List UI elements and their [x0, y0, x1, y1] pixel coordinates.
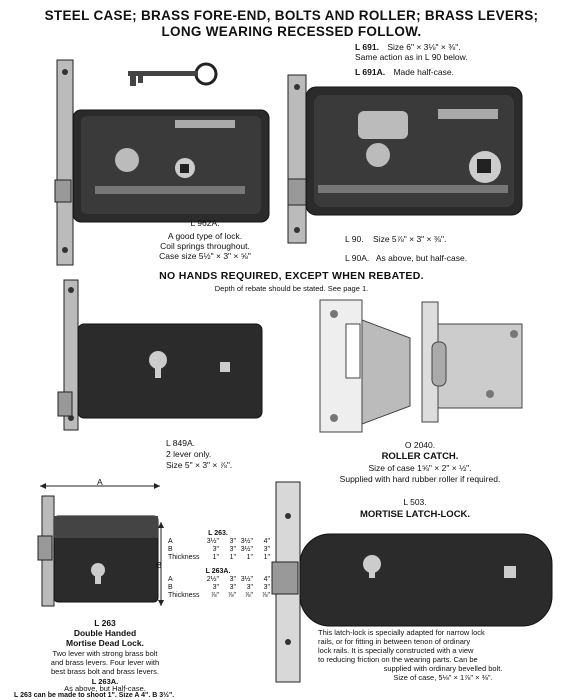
middle-subheading: Depth of rebate should be stated. See pa…	[214, 284, 369, 293]
lock-illustration	[57, 279, 263, 431]
l503-desc5: supplied with ordinary bevelled bolt.	[383, 664, 503, 673]
dimension-value: 3"	[212, 584, 219, 591]
dimension-row: A 3½" 3" 3½" 4"	[168, 538, 270, 546]
l90-line1: L 90. Size 5⅞" × 3" × ⅜".	[345, 234, 447, 244]
dimension-value: 3"	[246, 584, 253, 591]
l263a-note: As above, but Half-case.	[64, 684, 146, 693]
l263-table-code: L 263.	[208, 530, 228, 537]
dimension-value: ⅞"	[261, 592, 270, 599]
dimension-row-label: A	[168, 576, 173, 583]
dimension-row-label: B	[168, 584, 173, 591]
dimension-value: 3½"	[240, 546, 253, 553]
dimension-value: 3"	[229, 576, 236, 583]
l849a-line2: Size 5" × 3" × ⅞".	[166, 460, 233, 470]
dimension-value: ⅞"	[227, 592, 236, 599]
dimension-value: 3"	[229, 584, 236, 591]
page-heading-line2: LONG WEARING RECESSED FOLLOW.	[161, 24, 422, 39]
l263-title1: Double Handed	[73, 628, 137, 638]
dimension-row: Thickness 1" 1" 1" 1"	[168, 554, 270, 562]
l503-desc4: to reducing friction on the wearing part…	[318, 655, 478, 664]
middle-heading: NO HANDS REQUIRED, EXCEPT WHEN REBATED.	[159, 270, 424, 282]
dimension-value: 2½"	[206, 576, 219, 583]
dimension-value: ⅞"	[210, 592, 219, 599]
dimension-value: 3"	[229, 538, 236, 545]
dimension-row: A 2½" 3" 3½" 4"	[168, 576, 270, 584]
dimension-value: 4"	[263, 538, 270, 545]
l849a-code: L 849A.	[166, 438, 195, 448]
l503-title: MORTISE LATCH-LOCK.	[359, 509, 471, 520]
l263-desc2: and brass levers. Four lever with	[50, 658, 160, 667]
l691a-note: Made half-case.	[393, 67, 454, 77]
l849a-line1: 2 lever only.	[166, 449, 212, 459]
l263-shoot-note: L 263 can be made to shoot 1". Size A 4"…	[14, 692, 175, 699]
dimension-row: B 3" 3" 3½" 3"	[168, 546, 270, 554]
key-icon	[128, 62, 218, 86]
dimension-value: 3"	[263, 546, 270, 553]
o2040-title: ROLLER CATCH.	[381, 451, 459, 462]
l691a-block: L 691A. Made half-case.	[355, 67, 454, 77]
lock-illustration	[37, 483, 160, 607]
l691a-code: L 691A.	[355, 67, 386, 77]
l691-note: Same action as in L 90 below.	[355, 52, 468, 62]
l503-desc2: rails, or for fitting in between tenon o…	[318, 637, 471, 646]
dimension-value: 3½"	[206, 538, 219, 545]
dimension-value: 1"	[246, 554, 253, 561]
dimension-a-label: A	[97, 477, 103, 487]
l691-block: L 691. Size 6" × 3⅛" × ⅜".	[355, 42, 575, 52]
dimension-b-label: B	[156, 560, 162, 570]
dimension-arrow-b	[158, 522, 164, 606]
latch-lock-illustration	[271, 481, 553, 683]
l263a-code: L 263A.	[91, 677, 119, 686]
dimension-value: 4"	[263, 576, 270, 583]
l503-description: This latch-lock is specially adapted for…	[318, 628, 568, 682]
dimension-value: 3"	[229, 546, 236, 553]
lock-illustration	[54, 59, 270, 266]
l691-code: L 691.	[355, 42, 379, 52]
dimension-value: 3"	[212, 546, 219, 553]
dimension-row-label: Thickness	[168, 592, 200, 599]
l962a-line2: Coil springs throughout.	[160, 241, 250, 251]
dimension-value: ⅞"	[244, 592, 253, 599]
dimension-value: 1"	[212, 554, 219, 561]
l263-title2: Mortise Dead Lock.	[66, 638, 144, 648]
lock-illustration	[287, 74, 523, 244]
l503-size: Size of case, 5⅛" × 1⅞" × ⅜".	[393, 673, 493, 682]
roller-catch-illustration	[319, 299, 523, 433]
dimension-value: 1"	[229, 554, 236, 561]
dimension-row-label: A	[168, 538, 173, 545]
l263-desc3: best brass bolt and brass levers.	[51, 667, 159, 676]
l263a-table-code: L 263A.	[205, 568, 231, 575]
dimension-row: Thickness ⅞" ⅞" ⅞" ⅞"	[168, 592, 270, 600]
dimension-row: B 3" 3" 3" 3"	[168, 584, 270, 592]
l263-desc1: Two lever with strong brass bolt	[52, 649, 158, 658]
dimension-value: 1"	[263, 554, 270, 561]
o2040-note: Supplied with hard rubber roller if requ…	[339, 474, 501, 484]
dimension-value: 3½"	[240, 576, 253, 583]
o2040-code: O 2040.	[404, 440, 436, 450]
l90a-line2: L 90A. As above, but half-case.	[345, 253, 468, 263]
dimension-value: 3"	[263, 584, 270, 591]
dimension-row-label: B	[168, 546, 173, 553]
l503-code: L 503.	[403, 497, 427, 507]
l503-desc1: This latch-lock is specially adapted for…	[318, 628, 485, 637]
l263-code: L 263	[94, 618, 116, 628]
page-heading-line1: STEEL CASE; BRASS FORE-END, BOLTS AND RO…	[44, 8, 539, 23]
l962a-code: L 962A.	[190, 218, 220, 228]
l962a-line3: Case size 5½" × 3" × ⅝"	[159, 251, 251, 261]
o2040-size: Size of case 1⅝" × 2" × ½".	[368, 463, 472, 473]
dimension-value: 3½"	[240, 538, 253, 545]
l962a-line1: A good type of lock.	[167, 231, 243, 241]
l691-size: Size 6" × 3⅛" × ⅜".	[387, 42, 461, 52]
l503-desc3: lock rails. It is specially constructed …	[318, 646, 474, 655]
dimension-row-label: Thickness	[168, 554, 200, 561]
